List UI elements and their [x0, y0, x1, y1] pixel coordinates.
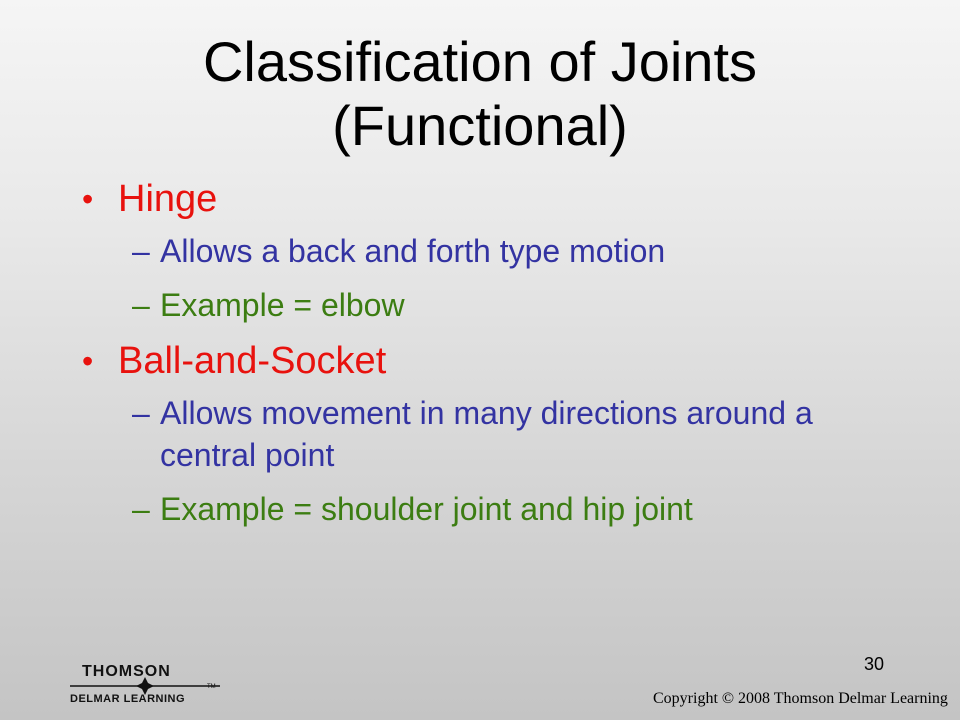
bullet-marker: •: [82, 343, 94, 379]
sub-item: – Allows a back and forth type motion: [120, 230, 900, 272]
bullet-label: Hinge: [118, 178, 218, 220]
copyright-notice: Copyright © 2008 Thomson Delmar Learning: [653, 690, 948, 707]
page-number: 30: [864, 654, 885, 674]
sub-item: – Example = elbow: [120, 284, 900, 326]
sub-item: – Allows movement in many directions aro…: [120, 392, 900, 476]
sub-marker: –: [132, 395, 150, 431]
bullet-hinge: • Hinge: [80, 176, 920, 222]
sub-item-text: Allows movement in many directions aroun…: [160, 395, 813, 473]
sub-item: – Example = shoulder joint and hip joint: [120, 488, 900, 530]
sub-item-text: Example = elbow: [160, 287, 405, 323]
sub-marker: –: [132, 233, 150, 269]
bullet-label: Ball-and-Socket: [118, 340, 387, 382]
sub-item-text: Allows a back and forth type motion: [160, 233, 666, 269]
slide-title: Classification of Joints (Functional): [60, 30, 900, 158]
trademark-mark: TM: [207, 684, 216, 690]
thomson-delmar-logo: THOMSON DELMAR LEARNING TM: [70, 663, 220, 707]
bullet-marker: •: [82, 181, 94, 217]
title-line-1: Classification of Joints: [202, 30, 757, 93]
sub-marker: –: [132, 287, 150, 323]
bullet-list: • Hinge – Allows a back and forth type m…: [80, 176, 920, 542]
bullet-ball-and-socket: • Ball-and-Socket: [80, 338, 920, 384]
logo-wordmark-bottom: DELMAR LEARNING: [70, 693, 186, 705]
compass-star-icon: [70, 677, 220, 695]
sub-item-text: Example = shoulder joint and hip joint: [160, 491, 693, 527]
logo-wordmark-top: THOMSON: [82, 663, 171, 680]
sub-marker: –: [132, 491, 150, 527]
title-line-2: (Functional): [332, 94, 628, 157]
